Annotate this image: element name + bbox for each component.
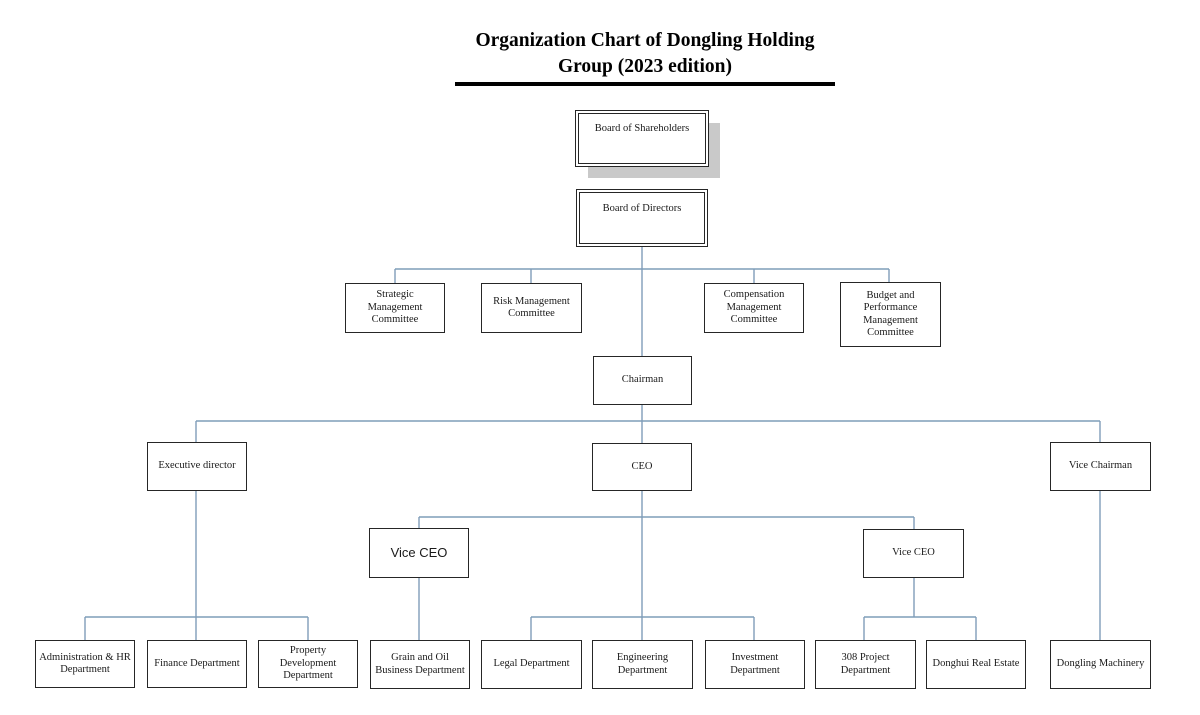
investment-department-box: Investment Department [705, 640, 805, 689]
chairman-label: Chairman [621, 374, 664, 386]
risk-management-committee-label: Risk Management Committee [493, 295, 570, 320]
administration-hr-department-label: Administration & HR Department [39, 651, 131, 676]
page-title-line1: Organization Chart of Dongling Holding [475, 30, 815, 51]
risk-management-committee-box: Risk Management Committee [481, 283, 582, 333]
compensation-management-committee-label: Compensation Management Committee [723, 289, 785, 326]
budget-performance-management-committee-box: Budget and Performance Management Commit… [840, 282, 941, 347]
legal-department-box: Legal Department [481, 640, 582, 689]
finance-department-label: Finance Department [154, 657, 240, 669]
project-308-department-box: 308 Project Department [815, 640, 916, 689]
grain-oil-business-department-label: Grain and Oil Business Department [375, 652, 465, 676]
vice-chairman-label: Vice Chairman [1068, 460, 1133, 472]
executive-director-box: Executive director [147, 442, 247, 491]
budget-performance-management-committee-label: Budget and Performance Management Commit… [863, 289, 918, 339]
legal-department-label: Legal Department [493, 658, 570, 670]
strategic-management-committee-label: Strategic Management Committee [367, 289, 423, 326]
title-underline [455, 82, 835, 86]
vice-ceo-left-box: Vice CEO [369, 528, 469, 578]
vice-ceo-right-label: Vice CEO [892, 547, 935, 559]
engineering-department-label: Engineering Department [616, 652, 669, 676]
executive-director-label: Executive director [158, 460, 236, 472]
investment-department-label: Investment Department [730, 652, 780, 676]
board-of-directors-label: Board of Directors [602, 202, 682, 214]
property-development-department-box: Property Development Department [258, 640, 358, 688]
engineering-department-box: Engineering Department [592, 640, 693, 689]
strategic-management-committee-box: Strategic Management Committee [345, 283, 445, 333]
board-of-directors-box: Board of Directors [576, 189, 708, 247]
vice-chairman-box: Vice Chairman [1050, 442, 1151, 491]
ceo-label: CEO [631, 460, 653, 472]
chairman-box: Chairman [593, 356, 692, 405]
donghui-real-estate-label: Donghui Real Estate [932, 658, 1020, 670]
board-of-shareholders-box: Board of Shareholders [575, 110, 709, 167]
board-of-shareholders-label: Board of Shareholders [594, 123, 690, 135]
administration-hr-department-box: Administration & HR Department [35, 640, 135, 688]
property-development-department-label: Property Development Department [279, 645, 337, 682]
donghui-real-estate-box: Donghui Real Estate [926, 640, 1026, 689]
ceo-box: CEO [592, 443, 692, 491]
compensation-management-committee-box: Compensation Management Committee [704, 283, 804, 333]
finance-department-box: Finance Department [147, 640, 247, 688]
grain-oil-business-department-box: Grain and Oil Business Department [370, 640, 470, 689]
page-title-line2: Group (2023 edition) [557, 56, 733, 77]
page-title: Organization Chart of Dongling Holding G… [395, 28, 895, 80]
dongling-machinery-box: Dongling Machinery [1050, 640, 1151, 689]
dongling-machinery-label: Dongling Machinery [1056, 658, 1145, 670]
vice-ceo-left-label: Vice CEO [390, 544, 448, 560]
vice-ceo-right-box: Vice CEO [863, 529, 964, 578]
project-308-department-label: 308 Project Department [840, 652, 891, 676]
